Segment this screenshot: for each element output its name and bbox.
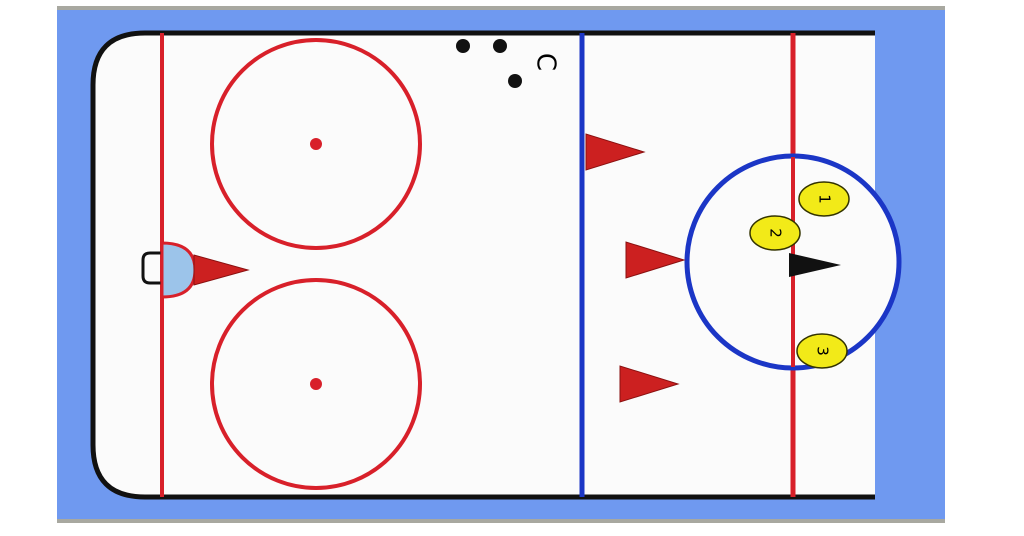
- player-marker-3-label: 3: [814, 346, 832, 356]
- faceoff-circle-top: [210, 38, 422, 250]
- rink-boards: [90, 30, 875, 500]
- faceoff-circle-bottom: [210, 278, 422, 490]
- player-marker-1: 1: [798, 181, 850, 217]
- coach-label: C: [531, 53, 561, 71]
- puck-icon: [456, 39, 470, 53]
- goal-crease: [160, 241, 197, 299]
- faceoff-dot-bottom: [310, 378, 322, 390]
- player-marker-icon: [798, 181, 850, 217]
- puck-icon: [508, 74, 522, 88]
- cone-icon: [625, 241, 686, 279]
- faceoff-dot-top: [310, 138, 322, 150]
- cone-icon: [619, 365, 680, 403]
- player-marker-2: 2: [749, 215, 801, 251]
- player-marker-1-label: 1: [816, 194, 834, 204]
- ice-surface: [93, 33, 875, 497]
- player-marker-icon: [796, 333, 848, 369]
- puck-icon: [493, 39, 507, 53]
- skater-arrow-icon: [789, 253, 841, 277]
- bottom-frame-border: [57, 519, 945, 523]
- cone-icon: [193, 254, 250, 286]
- player-marker-icon: [749, 215, 801, 251]
- player-marker-3: 3: [796, 333, 848, 369]
- cone-icon: [585, 133, 646, 171]
- goal-net: [141, 251, 162, 285]
- top-frame-border: [57, 6, 945, 10]
- player-marker-2-label: 2: [767, 228, 785, 238]
